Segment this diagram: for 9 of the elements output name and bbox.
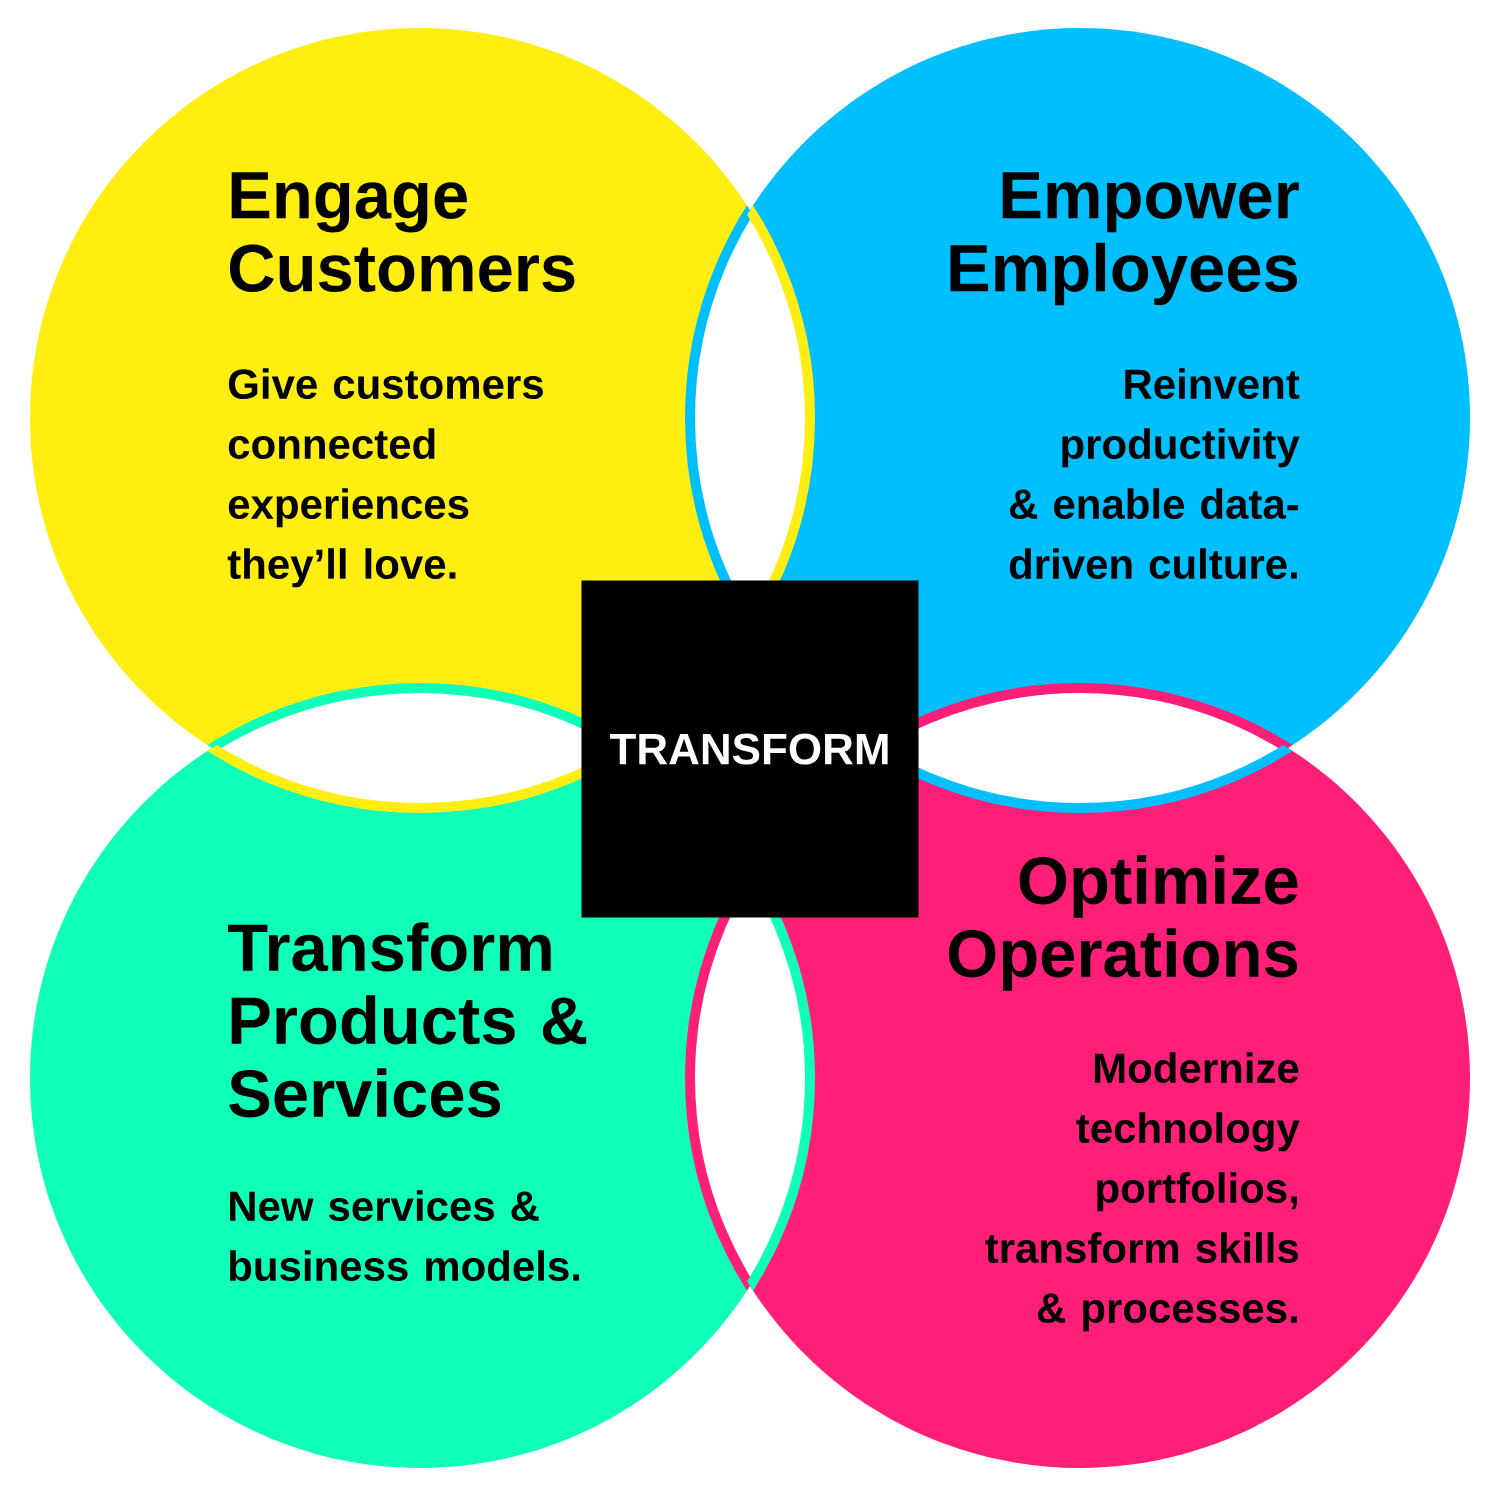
center-box: TRANSFORM (581, 580, 919, 918)
heading: Transform Products & Services (227, 922, 587, 1118)
heading: Empower Employees (950, 172, 1299, 306)
heading: Engage Customers (229, 172, 575, 292)
description: Give customers connected experiences they’ll love. (227, 368, 543, 588)
heading: Optimize Operations (948, 855, 1298, 991)
description: Modernize technology portfolios, transform skills & processes. (985, 1052, 1300, 1332)
description: New services & business models. (230, 1190, 580, 1282)
description: Reinvent productivity & enable data-driven culture. (1009, 368, 1300, 580)
